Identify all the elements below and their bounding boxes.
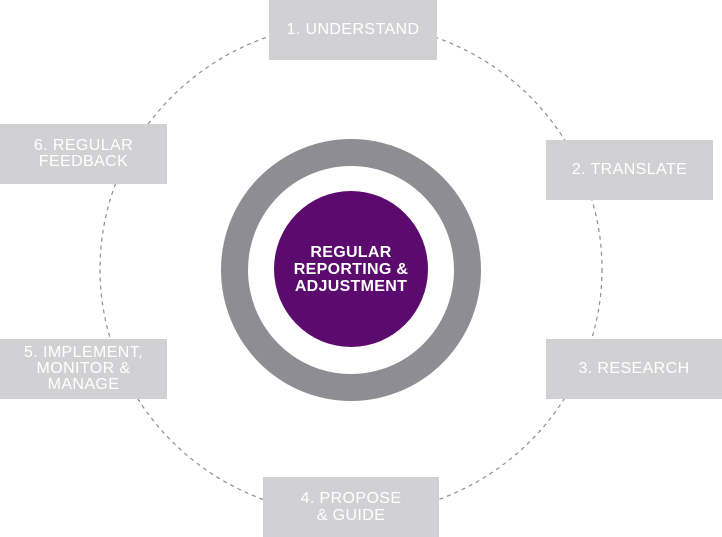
step-research-label: 3. RESEARCH	[578, 360, 690, 377]
step-implement-label: 5. IMPLEMENT, MONITOR & MANAGE	[23, 344, 143, 393]
step-propose-guide[interactable]: 4. PROPOSE & GUIDE	[263, 477, 439, 537]
step-implement-monitor-manage[interactable]: 5. IMPLEMENT, MONITOR & MANAGE	[0, 339, 167, 399]
step-understand[interactable]: 1. UNDERSTAND	[269, 0, 437, 60]
step-translate[interactable]: 2. TRANSLATE	[546, 140, 713, 200]
center-hub-label: REGULAR REPORTING & ADJUSTMENT	[293, 243, 409, 295]
step-propose-guide-label: 4. PROPOSE & GUIDE	[300, 490, 402, 524]
step-research[interactable]: 3. RESEARCH	[546, 339, 722, 399]
step-translate-label: 2. TRANSLATE	[571, 161, 688, 178]
step-regular-feedback[interactable]: 6. REGULAR FEEDBACK	[0, 124, 167, 184]
center-hub[interactable]: REGULAR REPORTING & ADJUSTMENT	[274, 191, 428, 347]
step-regular-feedback-label: 6. REGULAR FEEDBACK	[33, 137, 134, 170]
step-understand-label: 1. UNDERSTAND	[286, 21, 420, 38]
